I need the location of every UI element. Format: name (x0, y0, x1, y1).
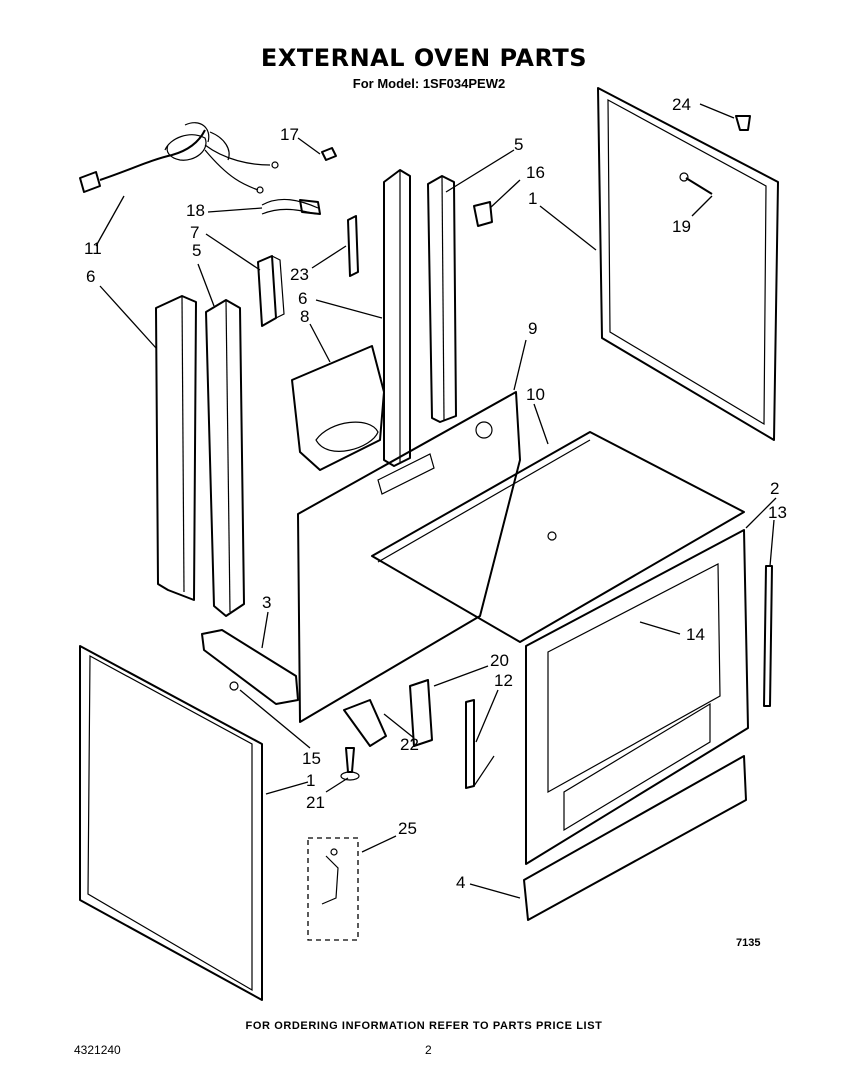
right-side-panel-drawing (597, 87, 779, 441)
callout-1-left: 1 (306, 771, 315, 790)
callout-11: 11 (84, 239, 102, 258)
power-cord-drawing (79, 122, 279, 194)
center-rails-drawing (383, 169, 457, 467)
callout-4: 4 (456, 873, 465, 892)
callout-8: 8 (300, 307, 309, 326)
callout-24: 24 (672, 95, 691, 114)
callout-6-left: 6 (86, 267, 95, 286)
part-19-drawing (679, 172, 713, 195)
part-12-drawing (465, 699, 495, 789)
kit-25-drawing (307, 837, 359, 941)
page-title: EXTERNAL OVEN PARTS (260, 44, 588, 72)
callout-20: 20 (490, 651, 509, 670)
model-line: For Model: 1SF034PEW2 (352, 76, 506, 91)
wire-harness-drawing (261, 198, 321, 215)
figure-code: 7135 (736, 937, 761, 949)
callout-5-top: 5 (514, 135, 523, 154)
bottom-trim-drawing (523, 755, 747, 921)
left-side-panel-drawing (79, 645, 263, 1001)
callout-14: 14 (686, 625, 705, 644)
callout-15: 15 (302, 749, 321, 768)
document-number: 4321240 (74, 1043, 121, 1057)
strip-23-drawing (347, 215, 359, 277)
callout-19: 19 (672, 217, 691, 236)
callout-12: 12 (494, 671, 513, 690)
callout-labels: 24 17 5 16 1 19 18 7 11 5 6 23 6 8 9 10 … (84, 95, 787, 892)
callout-2: 2 (770, 479, 779, 498)
callout-25: 25 (398, 819, 417, 838)
callout-21: 21 (306, 793, 325, 812)
part-16-drawing (473, 201, 493, 227)
leg-22-drawing (343, 699, 387, 747)
front-frame-drawing (525, 529, 749, 865)
callout-3: 3 (262, 593, 271, 612)
part-15-drawing (229, 681, 239, 691)
callout-10: 10 (526, 385, 545, 404)
bracket-3-drawing (201, 629, 299, 705)
callout-6-center: 6 (298, 289, 307, 308)
ordering-note: FOR ORDERING INFORMATION REFER TO PARTS … (245, 1020, 603, 1032)
callout-13: 13 (768, 503, 787, 522)
part-24-drawing (735, 115, 751, 131)
vent-8-drawing (291, 345, 385, 471)
callout-9: 9 (528, 319, 537, 338)
bracket-7-drawing (257, 255, 285, 327)
callout-23: 23 (290, 265, 309, 284)
callout-18: 18 (186, 201, 205, 220)
part-17-drawing (321, 147, 337, 161)
callout-leaders (95, 103, 777, 899)
strip-13-drawing (763, 565, 773, 707)
part-20-drawing (409, 679, 433, 747)
left-side-rails-drawing (155, 295, 245, 617)
callout-7: 7 (190, 223, 199, 242)
callout-5-left: 5 (192, 241, 201, 260)
cooktop-10-drawing (371, 431, 745, 643)
page-number: 2 (425, 1043, 432, 1057)
leveling-leg-21-drawing (340, 747, 360, 781)
callout-17: 17 (280, 125, 299, 144)
callout-22: 22 (400, 735, 419, 754)
rear-panel-drawing (297, 391, 521, 723)
callout-1-right: 1 (528, 189, 537, 208)
callout-16: 16 (526, 163, 545, 182)
